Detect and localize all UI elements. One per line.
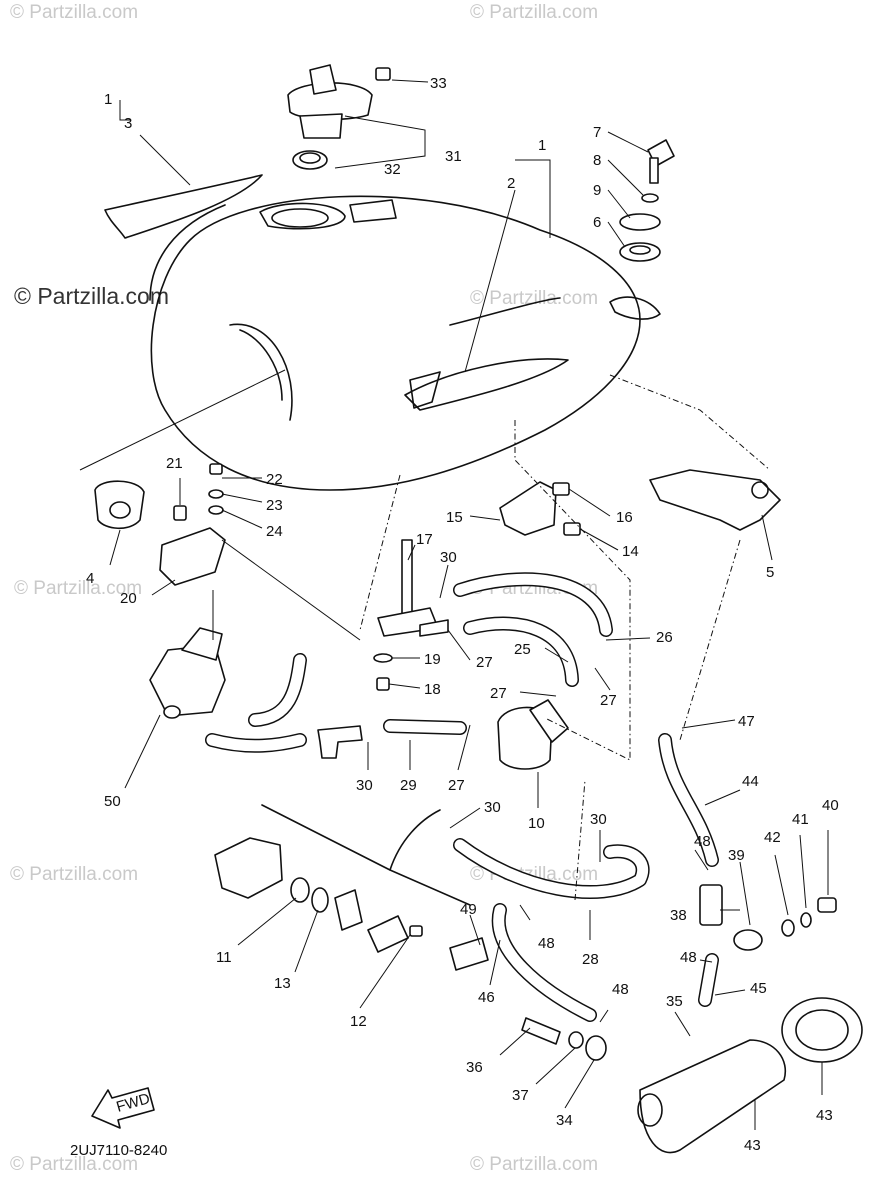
figure-code: 2UJ7110-8240 [70,1142,167,1159]
callout-label: 7 [593,124,601,141]
callout-label: 34 [556,1112,573,1129]
callout-label: 9 [593,182,601,199]
reference-lines [79,369,771,901]
callout-label: 27 [476,654,493,671]
callout-label: 37 [512,1087,529,1104]
callout-label: 41 [792,811,809,828]
callout-label: 3 [124,115,132,132]
hoses [205,572,719,1022]
callout-label: 48 [538,935,555,952]
watermark: © Partzilla.com [470,2,598,23]
pump-plate [159,527,226,586]
callout-label: 2 [507,175,515,192]
fasteners-upper-left [173,463,224,521]
fwd-arrow-icon: FWD [91,1087,155,1129]
callout-label: 22 [266,471,283,488]
callout-label: 8 [593,152,601,169]
callout-label: 10 [528,815,545,832]
callout-label: 40 [822,797,839,814]
callout-label: 23 [266,497,283,514]
callout-label: 5 [766,564,774,581]
callout-label: 35 [666,993,683,1010]
callout-label: 1 [104,91,112,108]
callout-label: 12 [350,1013,367,1030]
callout-label: 31 [445,148,462,165]
callout-label: 27 [600,692,617,709]
callout-label: 26 [656,629,673,646]
callout-label: 27 [448,777,465,794]
callout-label: 13 [274,975,291,992]
callout-label: 27 [490,685,507,702]
callout-label: 33 [430,75,447,92]
mount-bolt-stack [619,139,675,262]
callout-label: 29 [400,777,417,794]
tank-decal [104,174,263,239]
callout-label: 18 [424,681,441,698]
callout-label: 30 [356,777,373,794]
callout-label: 11 [216,949,232,966]
canister-mount [521,1017,607,1061]
callout-label: 36 [466,1059,483,1076]
callout-label: 42 [764,829,781,846]
fuel-petcock [373,539,449,691]
callout-label: 30 [440,549,457,566]
callout-label: 48 [612,981,629,998]
hose-joint [317,725,363,759]
petcock-bracket [499,481,581,536]
callout-label: 19 [424,651,441,668]
fuel-pump-unit [497,699,569,770]
pump-internal-parts [214,804,489,971]
callout-label: 46 [478,989,495,1006]
callout-label: 15 [446,509,463,526]
fuel-tank [149,195,661,491]
fuel-cap-assembly [287,64,391,170]
callout-label: 50 [104,793,121,810]
callout-label: 16 [616,509,633,526]
callout-label: 30 [590,811,607,828]
rear-bracket [649,469,781,531]
callout-label: 25 [514,641,531,658]
canister-cap [781,997,863,1063]
callout-label: 14 [622,543,639,560]
callout-label: 30 [484,799,501,816]
callout-label: 43 [744,1137,761,1154]
watermark: © Partzilla.com [10,2,138,23]
callout-label: 48 [680,949,697,966]
callout-label: 1 [538,137,546,154]
callout-label: 44 [742,773,759,790]
callout-label: 48 [694,833,711,850]
grommet [94,480,145,530]
callout-label: 39 [728,847,745,864]
callout-label: 17 [416,531,433,548]
callout-label: 38 [670,907,687,924]
callout-label: 28 [582,951,599,968]
watermark: © Partzilla.com [10,1154,138,1175]
callouts: 1 3 2 1 33 31 32 7 8 9 6 4 5 21 22 23 24… [86,75,839,1154]
callout-label: 21 [166,455,183,472]
fuel-pump [149,627,226,719]
watermark-main: © Partzilla.com [14,283,169,309]
watermark: © Partzilla.com [470,288,598,309]
watermark: © Partzilla.com [10,864,138,885]
callout-label: 49 [460,901,477,918]
charcoal-canister [637,1039,787,1154]
callout-label: 45 [750,980,767,997]
callout-label: 43 [816,1107,833,1124]
callout-label: 6 [593,214,601,231]
vent-fittings [699,884,837,951]
callout-label: 47 [738,713,755,730]
watermark: © Partzilla.com [470,1154,598,1175]
callout-label: 32 [384,161,401,178]
callout-label: 4 [86,570,94,587]
callout-label: 20 [120,590,137,607]
leader-lines [109,79,829,1130]
watermark: © Partzilla.com [14,578,142,599]
callout-label: 24 [266,523,283,540]
